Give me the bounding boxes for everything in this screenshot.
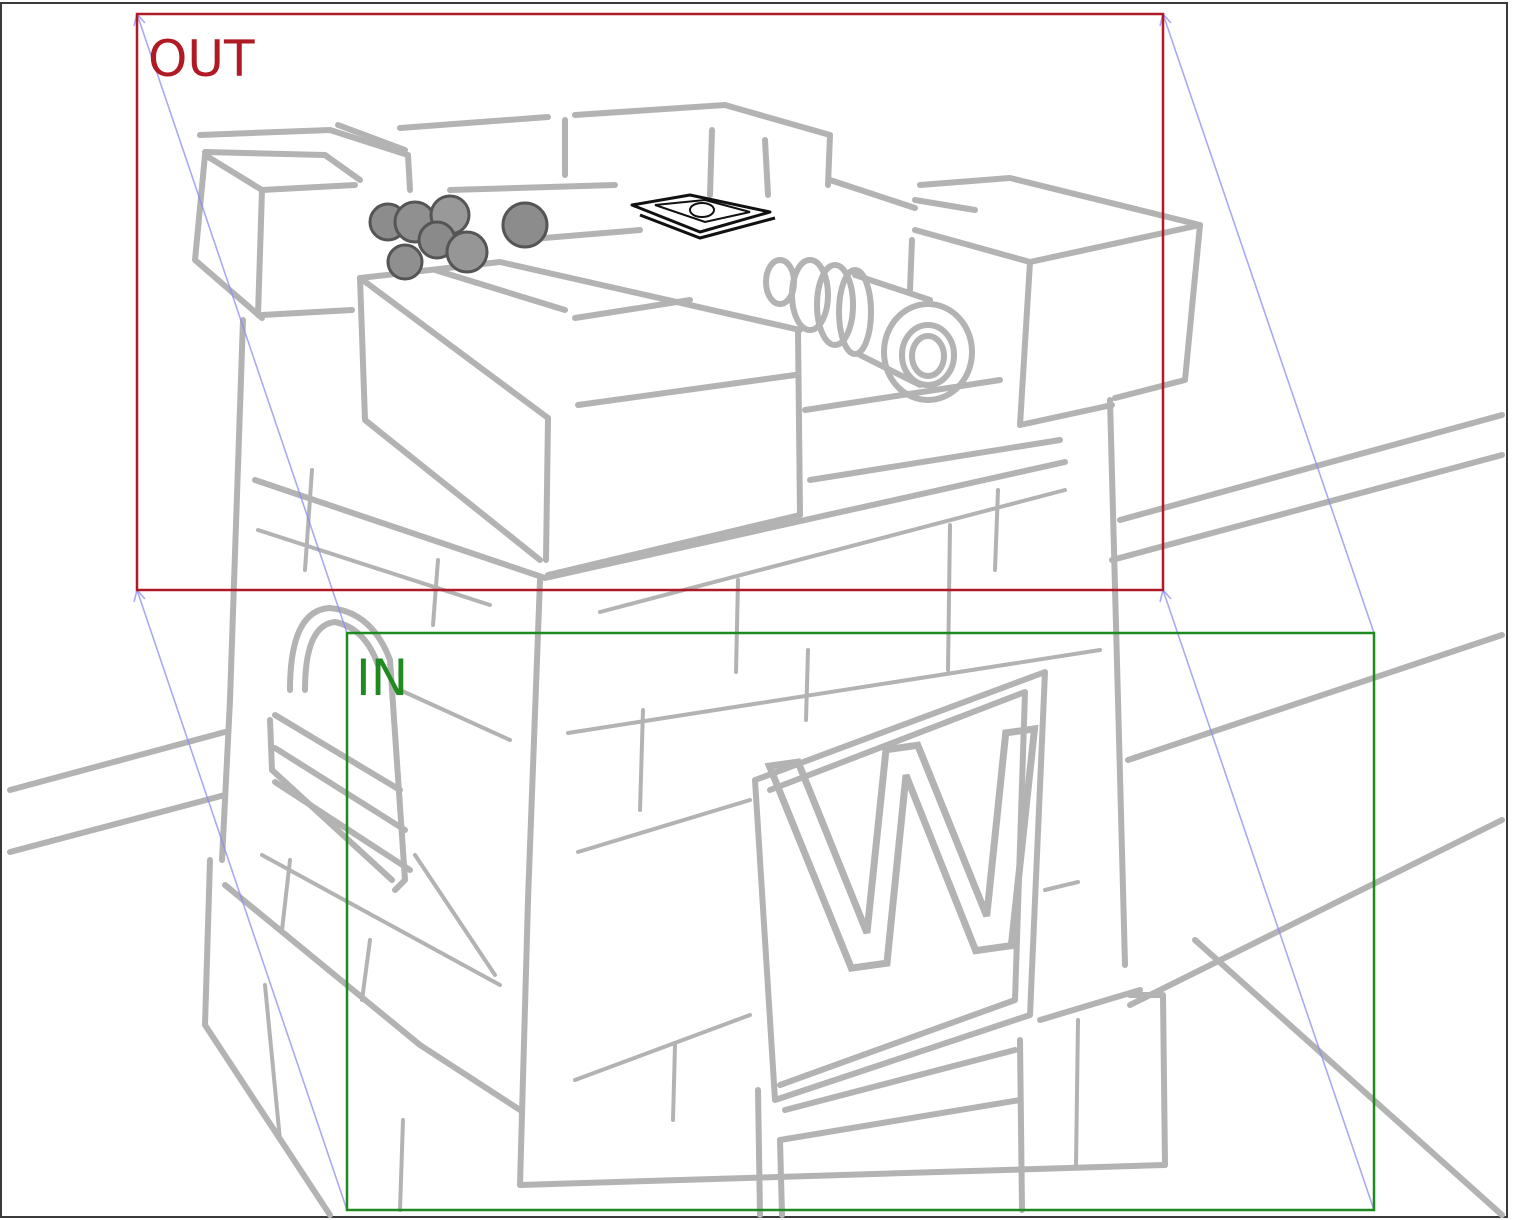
out-frame: OUT bbox=[135, 12, 1165, 592]
battlements bbox=[192, 102, 1203, 578]
arched-window bbox=[267, 605, 413, 893]
out-frame-label: OUT bbox=[148, 30, 255, 88]
cannonball bbox=[386, 243, 424, 281]
in-frame-label: IN bbox=[356, 649, 408, 707]
guide-line bbox=[1162, 13, 1375, 634]
cannonball bbox=[501, 201, 549, 249]
tower-body bbox=[202, 317, 1168, 1218]
guide-line bbox=[136, 589, 348, 1211]
camera-move-guides bbox=[133, 13, 1375, 1211]
cannonball bbox=[445, 230, 489, 274]
guide-line bbox=[1162, 589, 1375, 1211]
cannon bbox=[763, 257, 975, 403]
cannonball-pile bbox=[368, 194, 549, 281]
guide-line bbox=[136, 13, 348, 634]
background-walls bbox=[7, 412, 1505, 1218]
w-emblem-letter: W bbox=[752, 672, 1083, 1046]
ink-plaque-sketch bbox=[630, 193, 776, 240]
in-frame: IN bbox=[345, 631, 1376, 1212]
w-emblem-banner: W bbox=[749, 668, 1086, 1218]
